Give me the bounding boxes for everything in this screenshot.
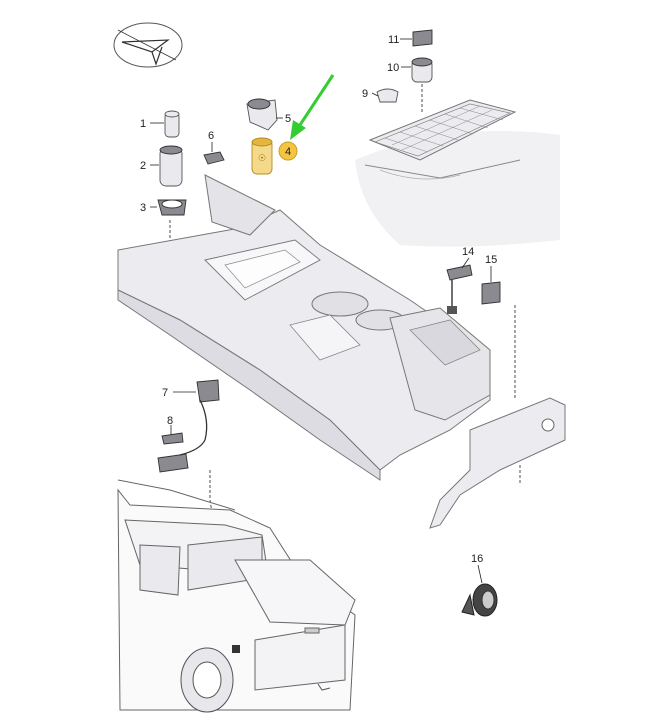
callout-4: 4 [285, 146, 291, 158]
part-4-socket-highlighted: ☉ [251, 137, 273, 175]
part-9-plug [376, 88, 399, 103]
callout-labels: 1 2 3 4 5 6 7 8 9 10 11 14 15 16 [140, 34, 497, 565]
callout-6: 6 [208, 130, 214, 142]
highlight-arrow-icon [290, 74, 335, 140]
part-8-connector [157, 432, 206, 473]
part-10-socket [411, 57, 433, 83]
part-2-socket [159, 145, 183, 187]
callout-8: 8 [167, 415, 173, 427]
part-11-cap [412, 29, 433, 47]
callout-10: 10 [387, 62, 399, 74]
callout-15: 15 [485, 254, 497, 266]
part-7-cable [196, 379, 220, 441]
callout-4-badge [278, 141, 298, 161]
console-side-panel [429, 397, 566, 529]
part-1-cap [164, 110, 180, 138]
part-6-block [203, 151, 225, 165]
callout-leaders [150, 38, 492, 584]
pickup-truck [117, 479, 356, 713]
callout-16: 16 [471, 553, 483, 565]
part-3-holder [157, 199, 187, 216]
callout-1: 1 [140, 118, 146, 130]
part-14-cable [446, 264, 473, 314]
center-console [117, 174, 491, 481]
svg-text:☉: ☉ [258, 153, 266, 163]
callout-11: 11 [388, 34, 399, 46]
callout-2: 2 [140, 160, 146, 172]
callout-14: 14 [462, 246, 474, 258]
callout-5: 5 [285, 113, 291, 125]
part-15-cap [481, 281, 501, 305]
callout-7: 7 [162, 387, 168, 399]
callout-9: 9 [362, 88, 368, 100]
part-5-holder [246, 98, 278, 131]
callout-3: 3 [140, 202, 146, 214]
storage-tray-assembly [355, 99, 560, 247]
orientation-logo [113, 22, 183, 68]
part-16-tape-roll [461, 583, 498, 617]
